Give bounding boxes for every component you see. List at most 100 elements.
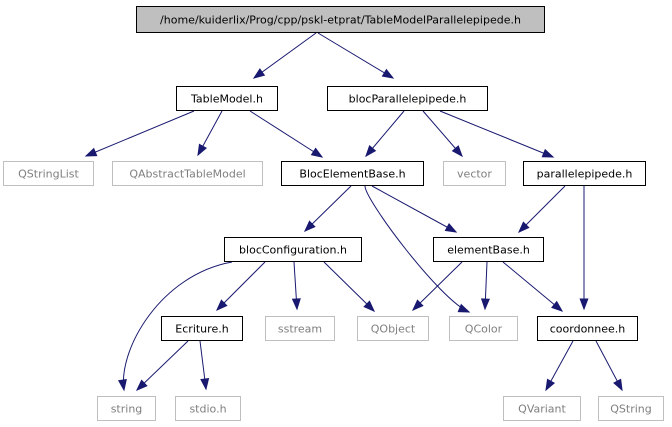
arrowhead-icon: [451, 145, 463, 158]
edge-line: [122, 261, 233, 391]
node-blocconf[interactable]: blocConfiguration.h: [224, 237, 362, 262]
node-ecriture[interactable]: Ecriture.h: [161, 316, 243, 341]
node-qcolor: QColor: [449, 316, 518, 341]
node-label: coordonnee.h: [550, 323, 626, 336]
node-label: blocConfiguration.h: [239, 244, 347, 257]
edge-line: [502, 261, 563, 312]
edge-blocpar-to-blocelem: [365, 110, 405, 158]
edge-root-to-tablemodel: [252, 32, 317, 79]
arrowhead-icon: [579, 298, 589, 311]
arrowhead-icon: [541, 148, 555, 158]
arrowhead-icon: [252, 68, 266, 79]
node-root[interactable]: /home/kuiderlix/Prog/cpp/pskl-etprat/Tab…: [136, 6, 545, 33]
edge-coordonnee-to-qstring: [595, 340, 623, 392]
edge-line: [216, 261, 266, 311]
node-label: /home/kuiderlix/Prog/cpp/pskl-etprat/Tab…: [160, 14, 521, 27]
node-blocelem[interactable]: BlocElementBase.h: [281, 161, 424, 186]
node-qobject: QObject: [357, 316, 429, 341]
arrowhead-icon: [411, 299, 424, 311]
node-label: elementBase.h: [447, 244, 530, 257]
arrowhead-icon: [381, 68, 395, 79]
edge-elementbase-to-qobject: [411, 261, 463, 311]
node-vector: vector: [443, 161, 506, 186]
node-box: [265, 316, 335, 341]
node-box: [176, 86, 278, 111]
arrowhead-icon: [518, 221, 530, 233]
edge-line: [249, 110, 323, 158]
node-label: TableModel.h: [190, 93, 263, 106]
node-box: [357, 316, 429, 341]
arrowhead-icon: [480, 298, 490, 311]
node-label: vector: [457, 168, 492, 181]
edge-ecriture-to-stdio: [199, 340, 210, 391]
edge-line: [323, 261, 375, 312]
edge-line: [304, 185, 352, 232]
node-label: QAbstractTableModel: [129, 168, 245, 181]
arrowhead-icon: [117, 378, 127, 392]
edge-tablemodel-to-qabstract: [197, 110, 223, 157]
edge-blocconf-to-sstream: [291, 261, 301, 311]
node-stdio: stdio.h: [175, 396, 241, 421]
node-label: sstream: [278, 323, 322, 336]
edge-root-to-blocpar: [317, 32, 395, 79]
node-box: [449, 316, 518, 341]
node-label: QVariant: [518, 403, 566, 416]
node-box: [281, 161, 424, 186]
edge-tablemodel-to-qstringlist: [84, 110, 195, 157]
arrowhead-icon: [310, 147, 324, 158]
arrowhead-icon: [551, 300, 564, 312]
node-tablemodel[interactable]: TableModel.h: [176, 86, 278, 111]
node-box: [97, 396, 156, 421]
nodes-layer: /home/kuiderlix/Prog/cpp/pskl-etprat/Tab…: [3, 6, 664, 421]
node-qabstract: QAbstractTableModel: [112, 161, 263, 186]
edge-line: [85, 110, 195, 157]
arrowhead-icon: [545, 378, 556, 392]
node-qstring: QString: [598, 396, 664, 421]
edges-layer: [84, 32, 623, 392]
node-box: [503, 396, 581, 421]
node-blocpar[interactable]: blocParallelepipede.h: [327, 86, 488, 111]
node-box: [523, 161, 646, 186]
node-coordonnee[interactable]: coordonnee.h: [537, 316, 638, 341]
node-label: BlocElementBase.h: [299, 168, 405, 181]
node-box: [327, 86, 488, 111]
edge-blocconf-to-ecriture: [216, 261, 266, 311]
edge-elementbase-to-coordonnee: [502, 261, 564, 312]
edge-line: [317, 32, 394, 79]
arrowhead-icon: [216, 299, 228, 311]
node-box: [175, 396, 241, 421]
node-box: [3, 161, 94, 186]
node-label: string: [111, 403, 143, 416]
edge-blocelem-to-elementbase: [371, 185, 458, 233]
node-label: QString: [610, 403, 652, 416]
edge-line: [136, 340, 189, 391]
node-label: QObject: [371, 323, 416, 336]
edge-line: [439, 110, 554, 158]
node-label: QColor: [465, 323, 503, 336]
edge-blocconf-to-qobject: [323, 261, 376, 312]
node-label: QStringList: [18, 168, 79, 181]
node-label: parallelepipede.h: [537, 168, 633, 181]
edge-elementbase-to-qcolor: [480, 261, 490, 311]
node-label: Ecriture.h: [175, 323, 228, 336]
arrowhead-icon: [444, 222, 458, 233]
arrowhead-icon: [457, 303, 471, 313]
edge-line: [364, 185, 470, 313]
node-parallelepipede[interactable]: parallelepipede.h: [523, 161, 646, 186]
node-sstream: sstream: [265, 316, 335, 341]
node-qstringlist: QStringList: [3, 161, 94, 186]
node-box: [136, 6, 545, 33]
arrowhead-icon: [613, 378, 623, 392]
edge-ecriture-to-string: [135, 340, 189, 391]
edge-blocpar-to-vector: [422, 110, 463, 158]
node-label: blocParallelepipede.h: [349, 93, 467, 106]
node-qvariant: QVariant: [503, 396, 581, 421]
edge-line: [253, 32, 317, 79]
node-string: string: [97, 396, 156, 421]
arrowhead-icon: [291, 298, 301, 311]
arrowhead-icon: [135, 379, 148, 391]
node-box: [112, 161, 263, 186]
node-elementbase[interactable]: elementBase.h: [433, 237, 544, 262]
edge-coordonnee-to-qvariant: [545, 340, 574, 392]
edge-line: [412, 261, 463, 311]
